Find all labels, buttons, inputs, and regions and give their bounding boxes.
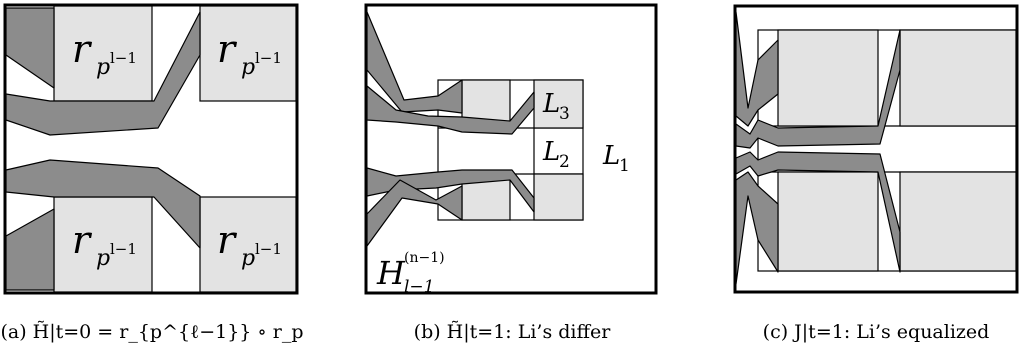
panel-b-band-2 — [366, 85, 535, 135]
panel-c-box-bottom-2 — [899, 171, 1017, 272]
panel-a-box-bottom-right — [199, 196, 297, 293]
panel-a-box-label-1: r p l−1 — [72, 27, 137, 80]
svg-text:(n−1): (n−1) — [404, 250, 445, 266]
svg-text:r: r — [72, 27, 93, 71]
panel-a: r p l−1 r p l−1 r p l−1 r p l−1 (a) H̃|t… — [0, 3, 304, 343]
panel-b-label-l2: L 2 — [542, 137, 570, 172]
panel-c: (c) J|t=1: Li’s equalized — [733, 4, 1019, 343]
panel-b-label-h: H l−1 (n−1) — [376, 250, 445, 297]
panel-a-box-bottom-left — [53, 196, 153, 293]
panel-c-band-3 — [735, 151, 901, 273]
panel-a-wedge-bottom-left — [5, 208, 55, 291]
panel-a-box-label-4: r p l−1 — [217, 218, 282, 271]
panel-b-caption: (b) H̃|t=1: Li’s differ — [414, 321, 612, 343]
svg-text:r: r — [217, 218, 238, 262]
panel-a-box-top-left — [53, 5, 153, 102]
panel-b-label-l1: L 1 — [602, 141, 630, 176]
panel-c-band-2 — [735, 29, 901, 149]
panel-c-region — [757, 29, 1017, 272]
panel-b-frame — [364, 3, 658, 295]
panel-a-box-top-right — [199, 5, 297, 102]
panel-b-band-1 — [366, 11, 463, 114]
panel-c-caption: (c) J|t=1: Li’s equalized — [763, 321, 990, 343]
panel-c-band-1 — [735, 11, 779, 127]
svg-text:l−1: l−1 — [255, 49, 282, 67]
svg-text:3: 3 — [559, 104, 570, 124]
svg-text:l−1: l−1 — [110, 240, 137, 258]
svg-text:H: H — [376, 254, 406, 292]
panel-c-box-bottom-1 — [777, 171, 879, 272]
panel-c-box-top-2 — [899, 29, 1017, 127]
panel-a-box-label-3: r p l−1 — [72, 218, 137, 271]
panel-b: L 3 L 2 L 1 H l−1 (n−1) (b) H̃|t=1: Li’s… — [364, 3, 658, 343]
panel-a-caption: (a) H̃|t=0 = r_{p^{ℓ−1}} ∘ r_p — [0, 321, 303, 343]
svg-text:L: L — [542, 89, 560, 119]
panel-a-band-top — [5, 11, 201, 136]
svg-text:l−1: l−1 — [404, 277, 435, 297]
panel-c-box-top-1 — [777, 29, 879, 127]
panel-a-box-label-2: r p l−1 — [217, 27, 282, 80]
svg-text:2: 2 — [559, 152, 570, 172]
svg-text:l−1: l−1 — [110, 49, 137, 67]
panel-a-band-bottom — [5, 159, 201, 249]
panel-c-band-4 — [735, 171, 779, 285]
svg-text:r: r — [217, 27, 238, 71]
panel-a-wedge-top-left — [5, 7, 55, 89]
svg-text:p: p — [241, 55, 255, 80]
svg-text:l−1: l−1 — [255, 240, 282, 258]
svg-text:p: p — [96, 246, 110, 271]
panel-b-band-4 — [366, 179, 463, 247]
svg-text:p: p — [241, 246, 255, 271]
panel-b-box-bottom-2 — [533, 173, 584, 221]
svg-text:L: L — [542, 137, 560, 167]
svg-text:1: 1 — [619, 156, 630, 176]
panel-b-label-l3: L 3 — [542, 89, 570, 124]
svg-text:L: L — [602, 141, 620, 171]
svg-text:r: r — [72, 218, 93, 262]
svg-text:p: p — [96, 55, 110, 80]
